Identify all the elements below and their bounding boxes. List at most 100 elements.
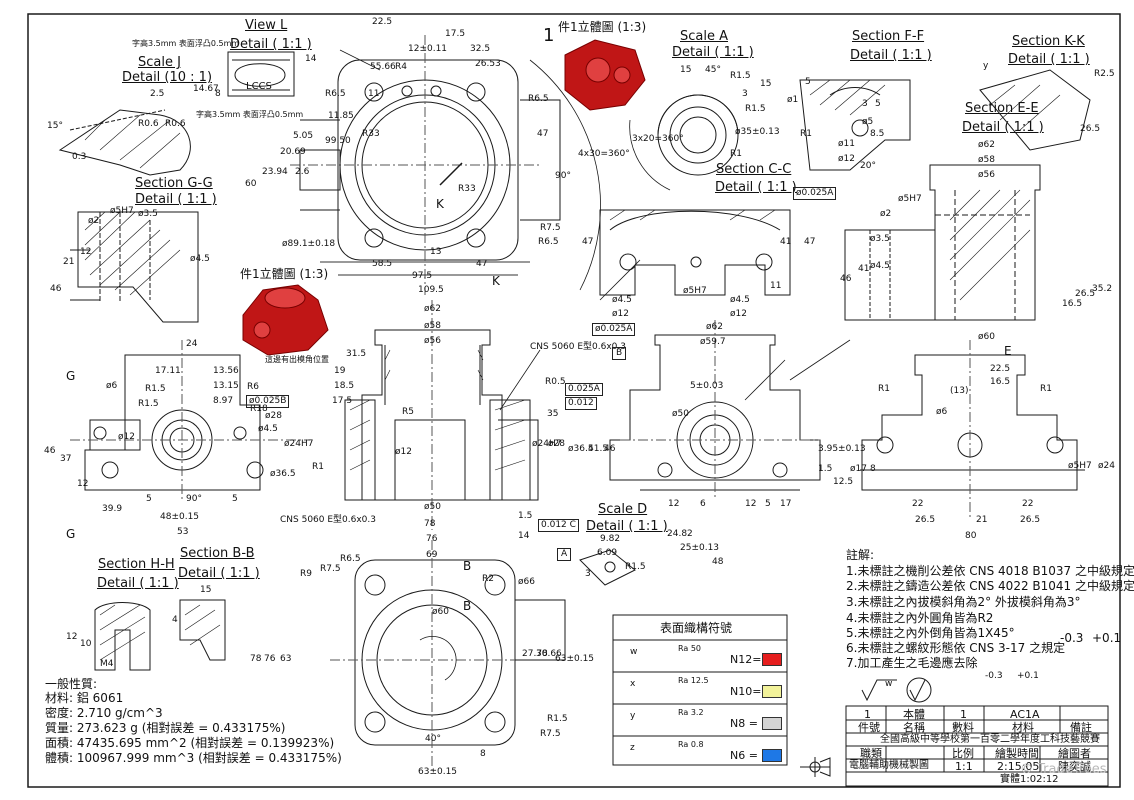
main-top-dim: 58.5: [372, 259, 393, 269]
section-ee-dim: ø62: [978, 140, 995, 150]
left-mid-dim: 24: [186, 339, 198, 349]
view-l-engraving: LCCS: [246, 81, 272, 92]
bottom-view-dim: R1.5: [547, 714, 568, 724]
front-mid-dim: ø24H7: [532, 439, 562, 449]
right-front-dim: 5: [765, 499, 771, 509]
front-mid-dim: 31.5: [346, 349, 367, 359]
main-top-dim: 47: [476, 259, 488, 269]
tb-part-cell: AC1A: [1010, 708, 1040, 721]
front-mid-dim: R5: [402, 407, 414, 417]
right-front-dim: ø59.7: [700, 337, 726, 347]
bottom-view-dim: 63±0.15: [555, 654, 595, 664]
section-ff-dim: ø11: [838, 139, 855, 149]
right-side-dim: 80: [965, 531, 977, 541]
left-mid-dim: ø4.5: [258, 424, 278, 434]
left-mid-dim: ø12: [118, 432, 135, 442]
front-mid-dim: ø28: [548, 439, 565, 449]
scale-a-dim: R1: [730, 149, 742, 159]
bottom-view-dim: ø66: [518, 577, 535, 587]
view-l-note-bottom: 字高3.5mm 表面浮凸0.5mm: [196, 110, 304, 119]
right-front-dim: 6: [700, 499, 706, 509]
front-mid-cns-note: CNS 5060 E型0.6x0.3: [280, 515, 376, 525]
left-mid-dim: ø6: [106, 381, 118, 391]
scale-j-dim: 0.3: [72, 152, 87, 162]
tb-label-cell: 繪製時間: [995, 747, 1039, 760]
section-hh-subtitle: Detail ( 1:1 ): [97, 576, 179, 591]
front-mid-dim: 17.5: [332, 396, 353, 406]
surface-ra: Ra 0.8: [678, 740, 704, 749]
front-mid-gtol: ø0.025A: [592, 323, 636, 336]
section-bb-dim: 15: [200, 585, 212, 595]
right-side-dim: 22: [1022, 499, 1034, 509]
scale-d-dim: 3: [585, 569, 591, 579]
tb-school: 全國高級中等學校第一百零二學年度工科技藝競賽: [880, 734, 1100, 745]
main-top-dim: 47: [537, 129, 549, 139]
bottom-view-dim: ø60: [432, 607, 449, 617]
section-cc-dim: 41: [780, 237, 792, 247]
left-mid-dim: 53: [177, 527, 189, 537]
right-front-dim: 17: [780, 499, 792, 509]
left-mid-dim: R6: [247, 382, 259, 392]
section-kk-subtitle: Detail ( 1:1 ): [1008, 52, 1090, 67]
bottom-view-dim: 63±0.15: [418, 767, 458, 777]
bottom-view-dim: 30.66: [536, 649, 562, 659]
tb-part-cell: 1: [864, 708, 871, 721]
view-l-note-top: 字高3.5mm 表面浮凸0.5mm: [132, 39, 240, 48]
section-ee-dim: ø4.5: [870, 261, 890, 271]
section-gg-dim: 46: [50, 284, 62, 294]
front-mid-dim: 14: [518, 531, 530, 541]
main-top-dim: R7.5: [540, 223, 561, 233]
left-mid-dim: ø36.5: [270, 469, 296, 479]
bottom-view-dim: 69: [426, 550, 438, 560]
right-front-dim: 48: [712, 557, 724, 567]
section-gg-dim: 12: [80, 247, 92, 257]
right-side-dim: 22: [912, 499, 924, 509]
front-mid-dim: ø62: [424, 304, 441, 314]
scale-a-dim: R1.5: [745, 104, 766, 114]
general-surface-sym: w: [885, 679, 893, 689]
right-side-dim: 16.5: [990, 377, 1011, 387]
section-gg-dim: ø5H7: [110, 206, 134, 216]
main-top-dim: 90°: [555, 171, 571, 181]
surface-ra: Ra 12.5: [678, 676, 709, 685]
main-top-dim: R6.5: [325, 89, 346, 99]
scale-j-dim: 15°: [47, 121, 63, 131]
section-gg-dim: ø3.5: [138, 209, 158, 219]
bottom-view-dim: 40°: [425, 734, 441, 744]
notes-tol-right: +0.1: [1092, 631, 1122, 645]
note-line: 5.未標註之內外倒角皆為1X45°: [846, 626, 1015, 640]
bottom-view-dim: 76: [264, 654, 276, 664]
datum-a: A: [557, 548, 572, 561]
scale-d-dim: 6.09: [597, 548, 618, 558]
section-label-g: G: [66, 527, 76, 541]
surface-sym: y: [630, 711, 636, 721]
left-mid-dim: R18: [250, 404, 268, 414]
section-kk-dim: 26.5: [1080, 124, 1101, 134]
main-top-dim: R33: [362, 129, 380, 139]
scale-d-dim: 9.82: [600, 534, 621, 544]
left-mid-dim: 5: [232, 494, 238, 504]
section-cc-dim: 47: [582, 237, 594, 247]
view-l-subtitle: Detail ( 1:1 ): [230, 37, 312, 52]
front-mid-dim: 41.5: [588, 444, 609, 454]
left-mid-dim: 17.11: [155, 366, 181, 376]
surface-grade: N12=: [730, 653, 762, 666]
right-front-dim: 1.5: [818, 464, 833, 474]
main-top-dim: 5.05: [293, 131, 314, 141]
right-front-dim: 24.82: [667, 529, 693, 539]
right-side-dim: ø5H7: [1068, 461, 1092, 471]
right-side-dim: ø24: [1098, 461, 1115, 471]
section-ff-dim: 5: [805, 77, 811, 87]
note-line: 1.未標註之機削公差依 CNS 4018 B1037 之中級規定: [846, 564, 1134, 578]
front-mid-dim: 46: [604, 444, 616, 454]
section-label-k: K: [436, 197, 444, 211]
properties-heading: 一般性質:: [45, 677, 98, 691]
section-label-e: E: [1004, 344, 1012, 358]
scale-j-dim: R0.6: [138, 119, 159, 129]
tb-part-cell: 1: [960, 708, 967, 721]
left-mid-dim: 46: [44, 446, 56, 456]
left-mid-dim: 5: [146, 494, 152, 504]
section-label-b: B: [463, 559, 472, 573]
tb-tol-right: +0.1: [1017, 671, 1039, 681]
